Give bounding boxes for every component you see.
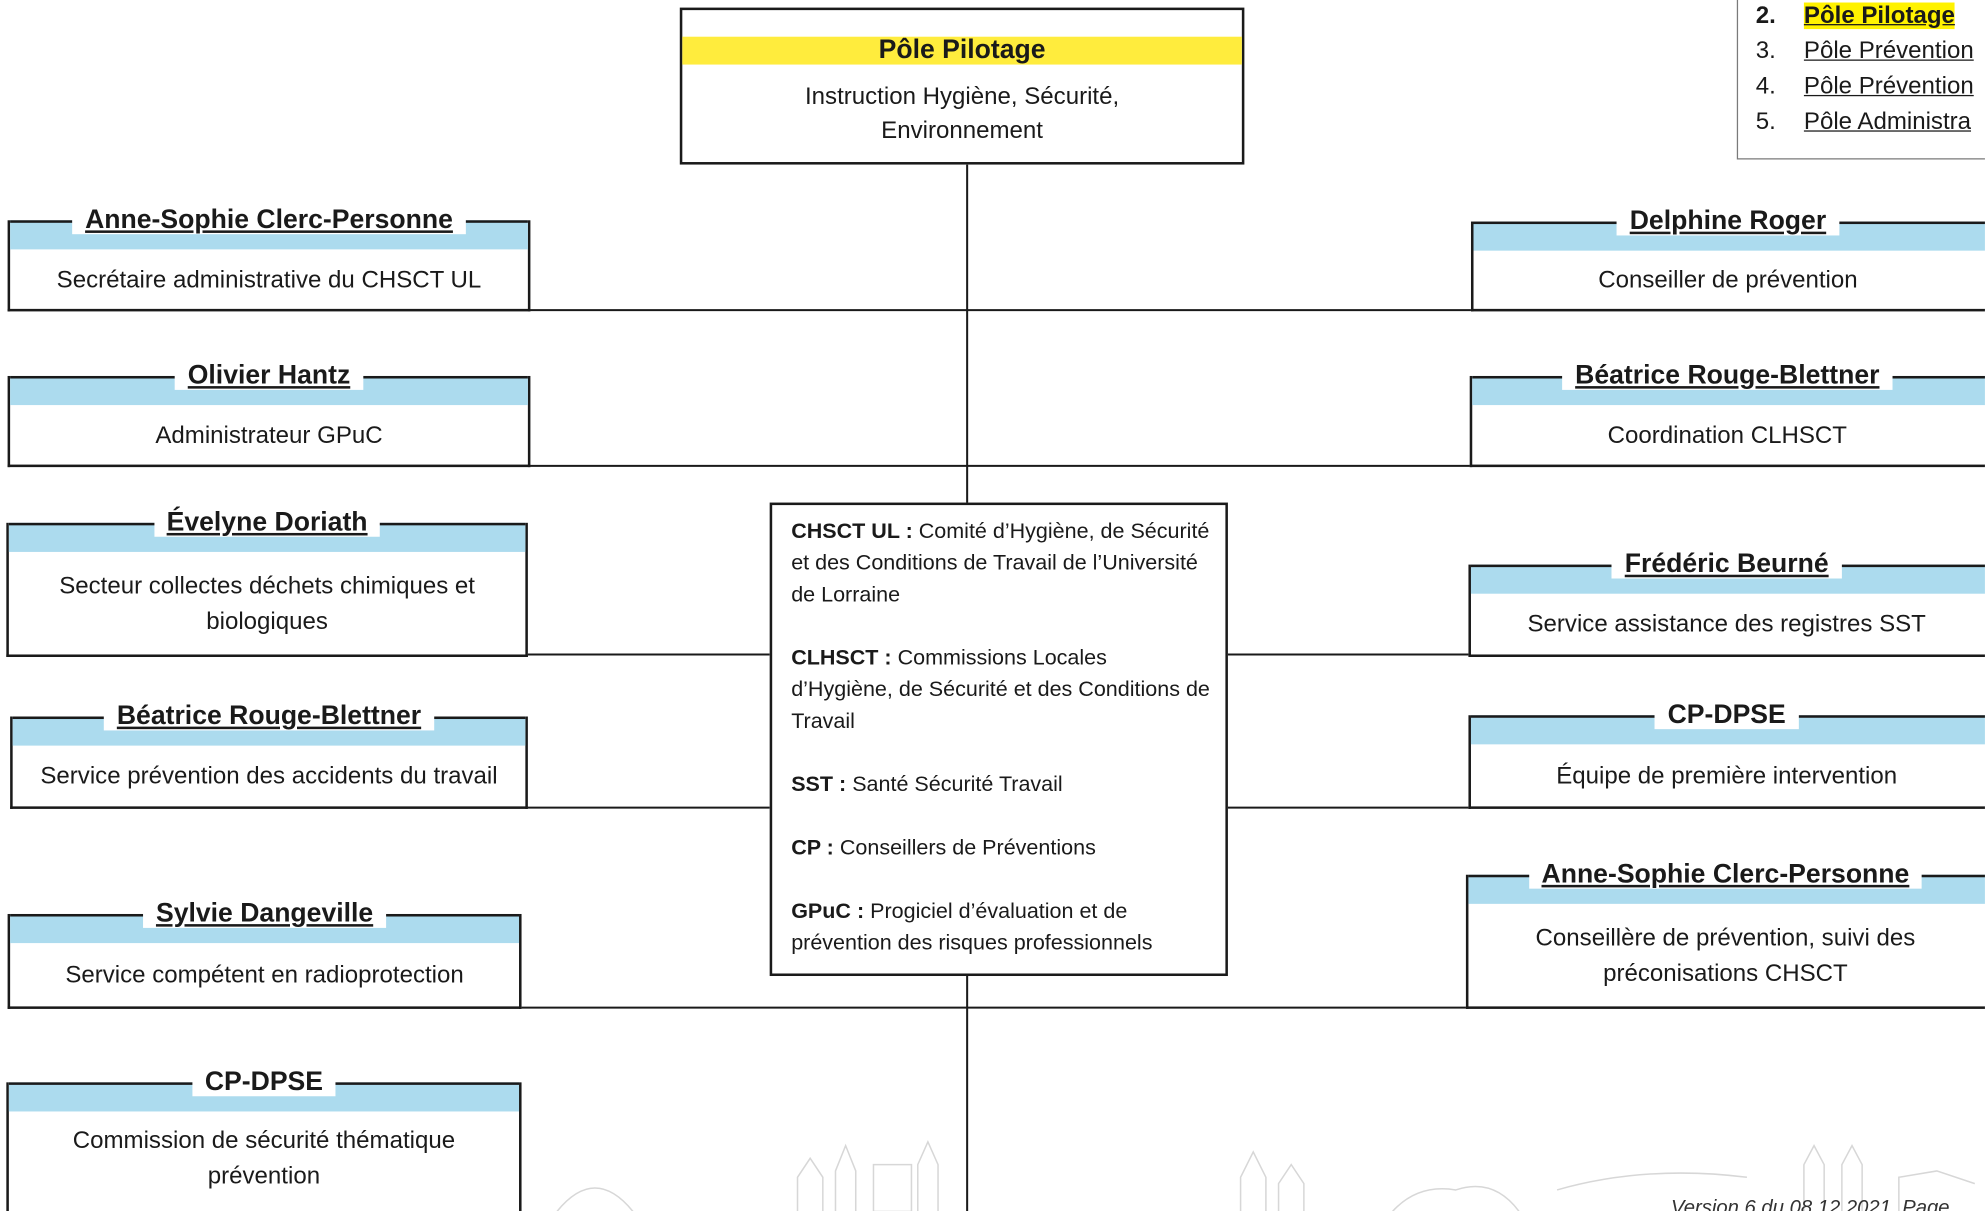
person-role: Service prévention des accidents du trav… — [40, 763, 498, 790]
person-role: Coordination CLHSCT — [1607, 422, 1847, 449]
glossary-entry-cp: CP : Conseillers de Préventions — [791, 832, 1213, 864]
glossary-term: GPuC : — [791, 898, 865, 923]
person-role: Service assistance des registres SST — [1527, 611, 1926, 639]
person-name: Frédéric Beurné — [1612, 549, 1842, 579]
nav-link[interactable]: Pôle Prévention — [1803, 37, 1974, 65]
left-box-2: Olivier Hantz Administrateur GPuC — [7, 360, 531, 468]
person-role: Commission de sécurité thématique préven… — [72, 1127, 456, 1190]
person-name: Olivier Hantz — [175, 360, 363, 390]
left-box-4: Béatrice Rouge-Blettner Service préventi… — [10, 701, 528, 809]
left-box-3: Évelyne Doriath Secteur collectes déchet… — [6, 507, 528, 658]
nav-item-pole-prevention-2[interactable]: 4. Pôle Prévention — [1756, 72, 1974, 102]
nav-number: 5. — [1755, 108, 1776, 136]
left-box-6: CP-DPSE Commission de sécurité thématiqu… — [6, 1067, 522, 1211]
nav-number: 4. — [1755, 73, 1776, 101]
nav-number: 3. — [1755, 37, 1776, 65]
glossary-definition: Santé Sécurité Travail — [852, 772, 1063, 797]
glossary-entry-clhsct: CLHSCT : Commissions Locales d’Hygiène, … — [791, 642, 1213, 737]
glossary-term: CLHSCT : — [791, 645, 892, 670]
glossary-term: SST : — [791, 772, 847, 797]
person-role: Secteur collectes déchets chimiques et b… — [59, 572, 475, 635]
nav-number: 2. — [1755, 2, 1776, 30]
person-name: Delphine Roger — [1617, 206, 1839, 236]
glossary-entry-sst: SST : Santé Sécurité Travail — [791, 768, 1213, 800]
person-role: Service compétent en radioprotection — [65, 962, 464, 989]
person-name: Anne-Sophie Clerc-Personne — [1528, 859, 1922, 889]
left-box-1: Anne-Sophie Clerc-Personne Secrétaire ad… — [7, 205, 531, 312]
pole-subtitle-line1: Instruction Hygiène, Sécurité, — [804, 83, 1120, 111]
glossary-entry-gpuc: GPuC : Progiciel d’évaluation et de prév… — [791, 895, 1213, 958]
pole-navigation: 2. Pôle Pilotage 3. Pôle Prévention 4. Pôle… — [1736, 0, 1985, 160]
nav-link[interactable]: Pôle Administra — [1803, 108, 1972, 136]
pole-title: Pôle Pilotage — [682, 36, 1242, 65]
nav-item-pole-prevention-1[interactable]: 3. Pôle Prévention — [1756, 37, 1974, 67]
person-name: Béatrice Rouge-Blettner — [1562, 360, 1893, 390]
person-name: Sylvie Dangeville — [143, 898, 386, 928]
right-box-1: Delphine Roger Conseiller de prévention — [1470, 206, 1985, 312]
person-name: Béatrice Rouge-Blettner — [104, 701, 434, 731]
city-skyline-watermark — [189, 1139, 1976, 1211]
committee-name: CP-DPSE — [1654, 700, 1799, 730]
nav-item-pole-pilotage[interactable]: 2. Pôle Pilotage — [1756, 1, 1955, 31]
glossary-term: CP : — [791, 835, 834, 860]
person-role: Équipe de première intervention — [1556, 762, 1898, 790]
right-box-3: Frédéric Beurné Service assistance des r… — [1468, 549, 1985, 658]
pole-subtitle: Instruction Hygiène, Sécurité, Environne… — [682, 80, 1242, 148]
nav-link[interactable]: Pôle Pilotage — [1803, 2, 1955, 30]
person-role: Conseillère de prévention, suivi des pré… — [1535, 924, 1916, 987]
glossary-definition: Commissions Locales d’Hygiène, de Sécuri… — [791, 645, 1210, 733]
pole-pilotage-box: Pôle Pilotage Instruction Hygiène, Sécur… — [679, 7, 1245, 165]
pole-subtitle-line2: Environnement — [881, 117, 1043, 145]
person-name: Évelyne Doriath — [153, 507, 381, 537]
nav-link[interactable]: Pôle Prévention — [1803, 73, 1974, 101]
person-role: Administrateur GPuC — [155, 422, 383, 449]
glossary-entry-chsct: CHSCT UL : Comité d’Hygiène, de Sécurité… — [791, 515, 1213, 610]
glossary-definition: Progiciel d’évaluation et de prévention … — [791, 898, 1153, 955]
glossary-term: CHSCT UL : — [791, 519, 913, 544]
right-box-4: CP-DPSE Équipe de première intervention — [1468, 700, 1985, 809]
person-role: Conseiller de prévention — [1598, 267, 1858, 294]
glossary-definition: Conseillers de Préventions — [839, 835, 1096, 860]
person-name: Anne-Sophie Clerc-Personne — [72, 205, 466, 235]
glossary-definition: Comité d’Hygiène, de Sécurité et des Con… — [791, 519, 1210, 607]
right-box-5: Anne-Sophie Clerc-Personne Conseillère d… — [1465, 859, 1985, 1009]
version-footer: Version 6 du 08.12.2021, Page — [1670, 1197, 1950, 1211]
person-role: Secrétaire administrative du CHSCT UL — [56, 266, 482, 294]
left-box-5: Sylvie Dangeville Service compétent en r… — [7, 898, 522, 1009]
glossary-box: CHSCT UL : Comité d’Hygiène, de Sécurité… — [769, 502, 1228, 977]
nav-item-pole-administratif[interactable]: 5. Pôle Administra — [1756, 108, 1971, 138]
committee-name: CP-DPSE — [192, 1067, 336, 1097]
right-box-2: Béatrice Rouge-Blettner Coordination CLH… — [1469, 360, 1985, 468]
